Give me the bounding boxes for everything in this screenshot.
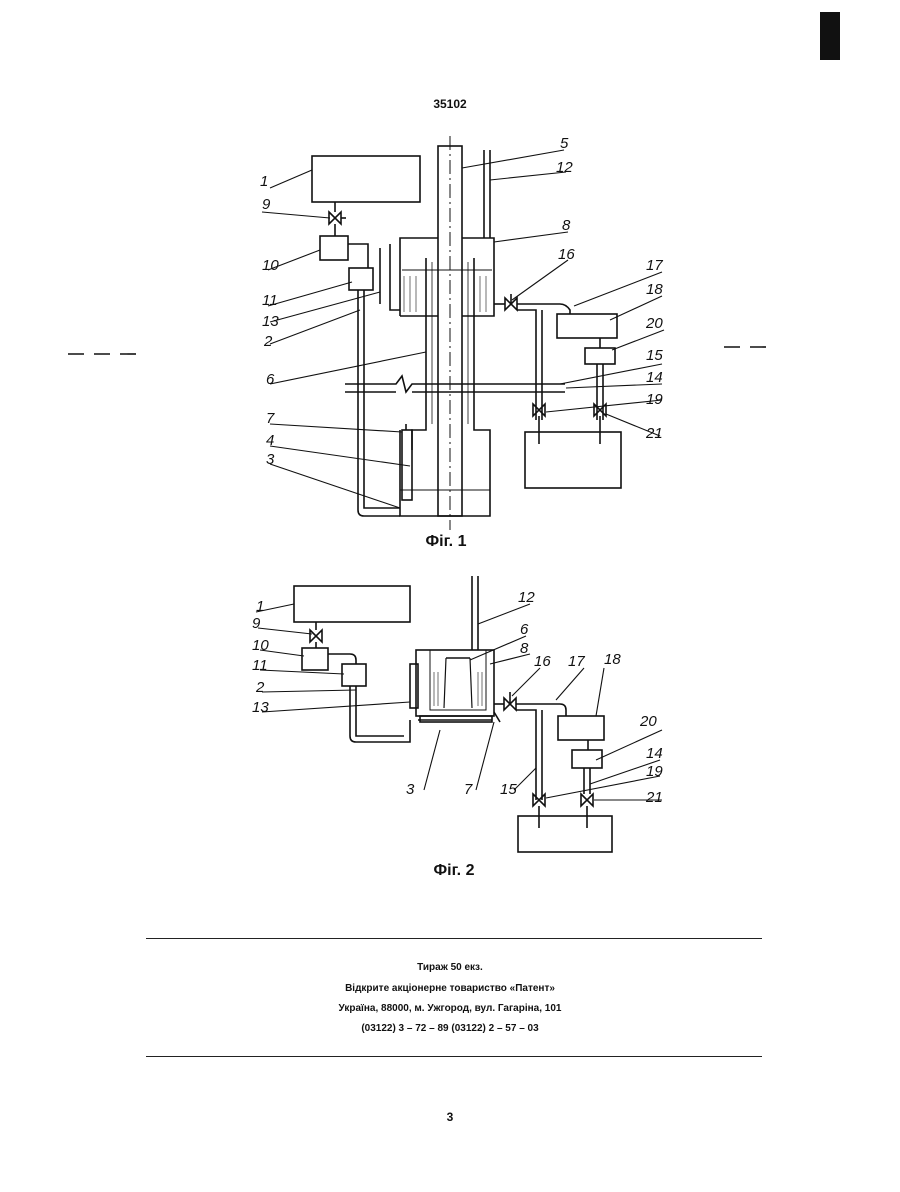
fig1-label-2: 2 [263, 333, 273, 350]
fig1-jacket-13 [390, 244, 400, 310]
fig2-label-6: 6 [520, 621, 529, 638]
fig2-label-15: 15 [500, 781, 517, 798]
figure-1-drawing: 1 9 10 11 13 2 6 7 4 3 5 12 8 16 17 18 2… [68, 135, 772, 530]
fig2-label-17: 17 [568, 653, 585, 670]
fig1-label-11: 11 [262, 292, 278, 309]
fig1-label-3: 3 [266, 451, 275, 468]
fig1-unit-20 [585, 348, 615, 364]
fig1-label-8: 8 [562, 217, 571, 234]
fig1-label-13: 13 [262, 313, 279, 330]
fig1-label-10: 10 [262, 257, 279, 274]
imprint-top-rule [146, 938, 762, 939]
figure-2-drawing: 1 9 10 11 2 13 12 6 8 16 17 18 20 14 19 … [252, 576, 663, 852]
fig2-receiver-tank [518, 816, 612, 852]
fig2-label-21: 21 [645, 789, 663, 806]
figure-1-caption: Фіг. 1 [0, 533, 896, 551]
fig1-unit-18 [557, 314, 617, 338]
fig1-label-5: 5 [560, 135, 569, 152]
fig2-label-10: 10 [252, 637, 269, 654]
fig2-label-18: 18 [604, 651, 621, 668]
imprint-address: Україна, 88000, м. Ужгород, вул. Гагарін… [0, 1003, 900, 1014]
fig2-label-11: 11 [252, 657, 268, 674]
fig2-label-3: 3 [406, 781, 415, 798]
fig1-label-14: 14 [646, 369, 663, 386]
fig1-unit-11 [349, 268, 373, 290]
fig1-label-4: 4 [266, 432, 274, 449]
technical-drawing: 1 9 10 11 13 2 6 7 4 3 5 12 8 16 17 18 2… [0, 0, 900, 900]
fig1-label-16: 16 [558, 246, 575, 263]
fig1-label-20: 20 [645, 315, 663, 332]
fig2-label-12: 12 [518, 589, 535, 606]
fig1-tank-1 [312, 156, 420, 202]
fig1-label-6: 6 [266, 371, 275, 388]
fig2-label-20: 20 [639, 713, 657, 730]
fig1-label-19: 19 [646, 391, 663, 408]
fig1-label-12: 12 [556, 159, 573, 176]
fig1-label-18: 18 [646, 281, 663, 298]
fig1-label-9: 9 [262, 196, 271, 213]
fig2-label-14: 14 [646, 745, 663, 762]
fig1-label-17: 17 [646, 257, 663, 274]
fig1-unit-10 [320, 236, 348, 260]
imprint-phones: (03122) 3 – 72 – 89 (03122) 2 – 57 – 03 [0, 1023, 900, 1034]
fig2-unit-18 [558, 716, 604, 740]
fig1-label-7: 7 [266, 410, 275, 427]
fig2-label-2: 2 [255, 679, 265, 696]
fig2-tank-1 [294, 586, 410, 622]
page-number: 3 [0, 1110, 900, 1124]
fig2-unit-10 [302, 648, 328, 670]
fig2-label-16: 16 [534, 653, 551, 670]
fig1-label-15: 15 [646, 347, 663, 364]
imprint-bottom-rule [146, 1056, 762, 1057]
fig2-label-13: 13 [252, 699, 269, 716]
fig2-label-8: 8 [520, 640, 529, 657]
fig2-label-19: 19 [646, 763, 663, 780]
fig1-label-21: 21 [645, 425, 663, 442]
fig2-label-9: 9 [252, 615, 261, 632]
imprint-circulation: Тираж 50 екз. [0, 962, 900, 973]
fig2-unit-11 [342, 664, 366, 686]
fig2-label-7: 7 [464, 781, 473, 798]
fig1-label-1: 1 [260, 173, 268, 190]
fig2-label-1: 1 [256, 598, 264, 615]
figure-2-caption: Фіг. 2 [4, 862, 900, 880]
imprint-publisher: Відкрите акціонерне товариство «Патент» [0, 983, 900, 994]
